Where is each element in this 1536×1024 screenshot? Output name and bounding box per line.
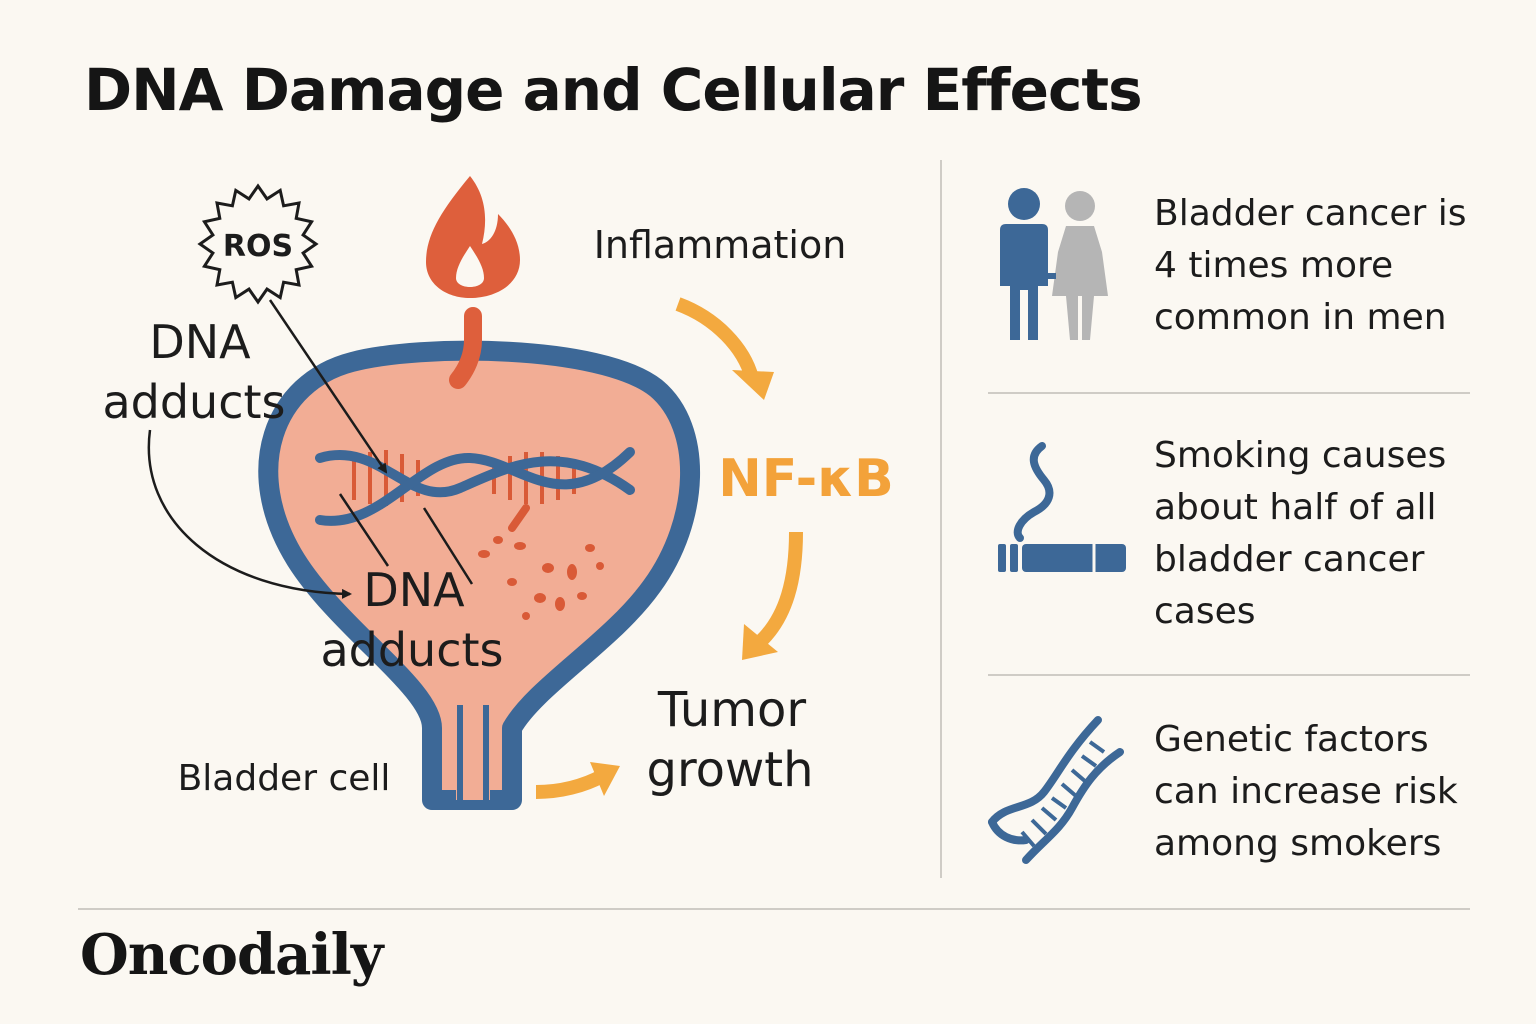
dna-adducts-mid-label-line2: adducts (320, 623, 503, 677)
fact-divider-2 (988, 674, 1470, 676)
dna-adducts-mid-label-line1: DNA (363, 563, 465, 617)
cell-to-tumor-arrow (535, 769, 606, 799)
dna-adducts-top-label-line2: adducts (102, 375, 285, 429)
inflammation-flame-icon (426, 176, 520, 389)
fact-men-risk: Bladder cancer is 4 times more common in… (1154, 193, 1467, 338)
damaged-dna-helix-icon (315, 447, 635, 620)
dna-fragment-dots (478, 536, 604, 620)
inflammation-label: Inflammation (594, 223, 847, 267)
pathway-arrows (535, 297, 803, 799)
ros-to-dna-arrow (268, 299, 388, 474)
man-woman-icon (1000, 188, 1108, 340)
bladder-cell-label: Bladder cell (178, 758, 391, 799)
nfkb-label: NF-κB (718, 449, 894, 509)
fact-divider-1 (988, 392, 1470, 394)
footer-divider (78, 908, 1470, 910)
column-divider (940, 160, 942, 878)
bladder-cell-illustration (258, 340, 700, 810)
ros-label: ROS (223, 229, 293, 264)
ros-burst-icon (197, 183, 319, 305)
adduct-arrows (147, 299, 474, 599)
page-title: DNA Damage and Cellular Effects (84, 56, 1143, 124)
nfkb-to-tumor-arrow (756, 531, 803, 645)
tumor-growth-label-line1: Tumor (657, 682, 807, 738)
cigarette-smoke-icon (998, 442, 1126, 572)
tumor-growth-label-line2: growth (646, 742, 813, 798)
fact-smoking: Smoking causes about half of all bladder… (1154, 435, 1447, 632)
brand-logo: Oncodaily (80, 922, 383, 988)
adducts-to-cell-arrow (147, 429, 352, 599)
helix-to-adducts-line-2 (422, 507, 474, 585)
helix-to-adducts-line-1 (338, 493, 390, 567)
dna-helix-icon (988, 716, 1124, 864)
urethra-inner (456, 700, 490, 800)
dna-adducts-top-label-line1: DNA (149, 315, 251, 369)
fact-genetics: Genetic factors can increase risk among … (1154, 719, 1458, 864)
pathway-diagram: ROS DNA adducts DNA adducts Inflammation… (102, 176, 894, 810)
inflammation-to-nfkb-arrow (675, 297, 759, 381)
